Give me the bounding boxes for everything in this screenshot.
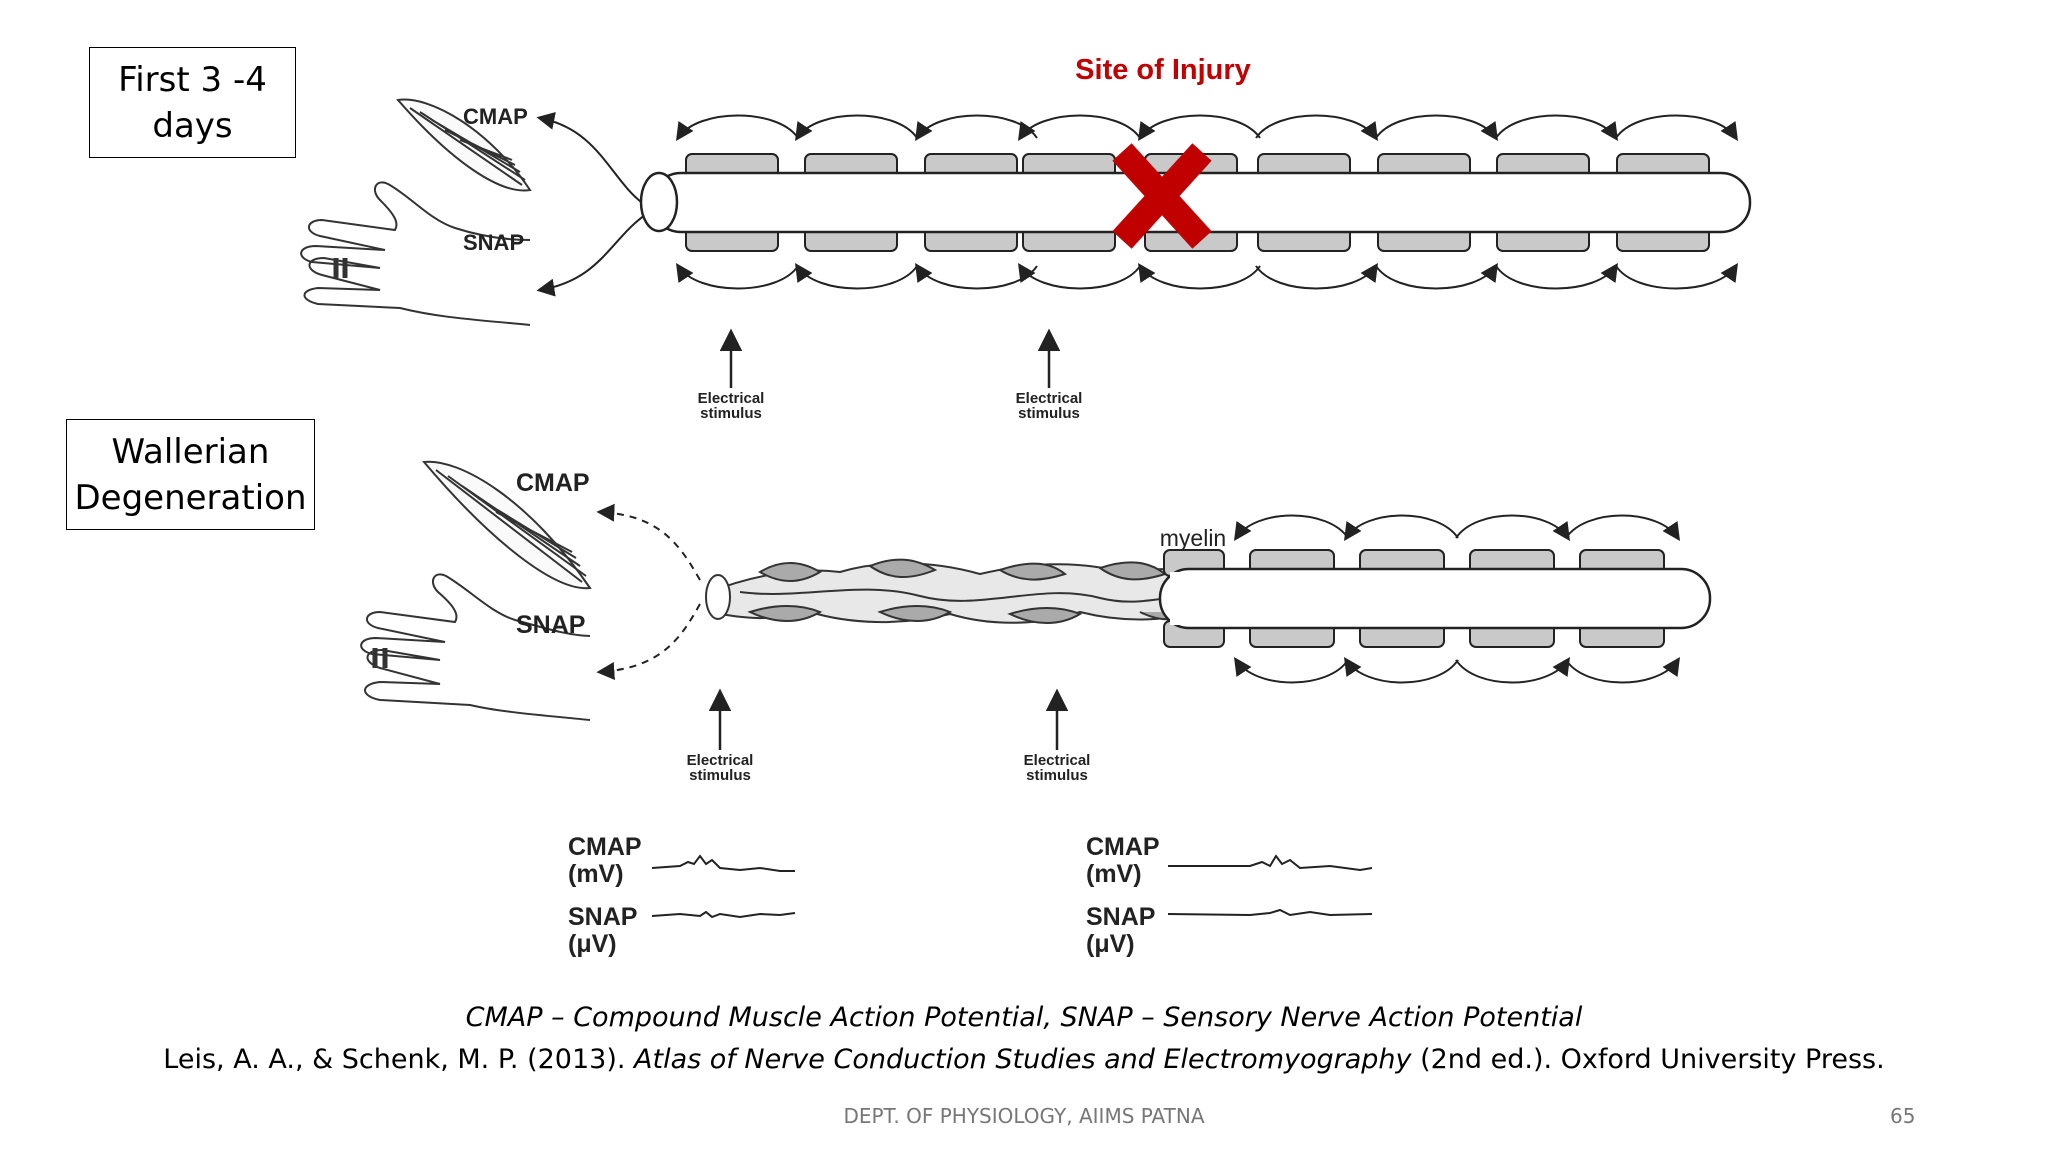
bottom-stimulus-1-line2: stimulus (689, 767, 751, 784)
rec-left-snap-unit: (μV) (568, 930, 617, 958)
rec-right-snap: SNAP (1086, 903, 1155, 931)
current-arc (1565, 514, 1681, 541)
current-arc (1455, 514, 1571, 541)
panel-label-bottom-line2: Degeneration (74, 478, 307, 518)
rec-right-snap-unit: (μV) (1086, 930, 1135, 958)
citation-suffix: (2nd ed.). Oxford University Press. (1411, 1044, 1885, 1075)
top-cmap-label: CMAP (463, 104, 528, 129)
citation-prefix: Leis, A. A., & Schenk, M. P. (2013). (163, 1044, 635, 1075)
top-current-arcs (675, 114, 1739, 290)
footer-dept: DEPT. OF PHYSIOLOGY, AIIMS PATNA (843, 1104, 1205, 1128)
current-arc (1455, 657, 1571, 684)
top-axon (639, 171, 1752, 234)
bottom-snap-arrow (596, 603, 701, 681)
bottom-stimulus-arrows (708, 688, 1069, 750)
current-arc (675, 114, 799, 141)
top-cmap-arrow (536, 112, 646, 206)
current-arc (794, 114, 918, 141)
panel-label-top: First 3 -4 days (89, 47, 296, 158)
current-arc (1255, 114, 1379, 141)
rec-right-snap-trace (1167, 908, 1373, 917)
degenerated-axon-fragments (705, 558, 1196, 624)
current-arc (675, 263, 799, 290)
rec-left-cmap-unit: (mV) (568, 860, 624, 888)
bottom-current-arcs (1233, 514, 1681, 684)
current-arc (1017, 114, 1141, 141)
panel-label-bottom-line1: Wallerian (111, 432, 270, 472)
current-arc (1615, 114, 1739, 141)
current-arc (1565, 657, 1681, 684)
current-arc (1233, 514, 1349, 541)
rec-left-cmap: CMAP (568, 833, 642, 861)
bottom-stimulus-2-line1: Electrical (1024, 752, 1091, 769)
site-of-injury-label: Site of Injury (1075, 54, 1251, 86)
muscle-icon-bottom (422, 460, 592, 590)
abbreviation-caption: CMAP – Compound Muscle Action Potential,… (465, 1002, 1583, 1033)
rec-right-cmap: CMAP (1086, 833, 1160, 861)
current-arc (1343, 657, 1459, 684)
current-arc (914, 114, 1038, 141)
recordings-left: CMAP (mV) SNAP (μV) (568, 833, 796, 958)
top-stimulus-1-line2: stimulus (700, 405, 762, 422)
recordings-right: CMAP (mV) SNAP (μV) (1086, 833, 1373, 958)
bottom-snap-label: SNAP (516, 611, 585, 639)
bottom-stimulus-2-line2: stimulus (1026, 767, 1088, 784)
hand-icon (300, 181, 531, 326)
top-snap-arrow (536, 214, 646, 297)
current-arc (1137, 114, 1261, 141)
citation: Leis, A. A., & Schenk, M. P. (2013). Atl… (0, 1044, 2048, 1075)
current-arc (1017, 263, 1141, 290)
panel-label-bottom: Wallerian Degeneration (66, 419, 315, 530)
footer-page-number: 65 (1890, 1104, 1916, 1128)
current-arc (914, 263, 1038, 290)
top-stimulus-2-line2: stimulus (1018, 405, 1080, 422)
top-stimulus-2-line1: Electrical (1016, 390, 1083, 407)
current-arc (1495, 263, 1619, 290)
current-arc (1255, 263, 1379, 290)
panel-label-top-line2: days (152, 106, 233, 146)
rec-left-cmap-trace (651, 854, 795, 872)
top-stimulus-1-line1: Electrical (698, 390, 765, 407)
top-stimulus-arrows (719, 328, 1061, 388)
current-arc (1137, 263, 1261, 290)
bottom-stimulus-1-line1: Electrical (687, 752, 754, 769)
citation-title: Atlas of Nerve Conduction Studies and El… (634, 1044, 1412, 1075)
panel-label-top-line1: First 3 -4 (118, 60, 267, 100)
hand-icon-bottom (360, 573, 591, 721)
current-arc (1375, 114, 1499, 141)
current-arc (1233, 657, 1349, 684)
current-arc (1495, 114, 1619, 141)
muscle-icon (396, 98, 532, 192)
rec-left-snap: SNAP (568, 903, 637, 931)
top-snap-label: SNAP (463, 230, 524, 255)
bottom-axon-intact (1158, 567, 1712, 630)
rec-right-cmap-trace (1168, 854, 1373, 872)
current-arc (1343, 514, 1459, 541)
current-arc (794, 263, 918, 290)
myelin-label: myelin (1160, 525, 1226, 551)
rec-left-snap-trace (651, 910, 796, 919)
rec-right-cmap-unit: (mV) (1086, 860, 1142, 888)
bottom-cmap-label: CMAP (516, 469, 590, 497)
current-arc (1375, 263, 1499, 290)
current-arc (1615, 263, 1739, 290)
bottom-cmap-arrow (596, 503, 701, 581)
injury-x-mark (1112, 143, 1212, 249)
